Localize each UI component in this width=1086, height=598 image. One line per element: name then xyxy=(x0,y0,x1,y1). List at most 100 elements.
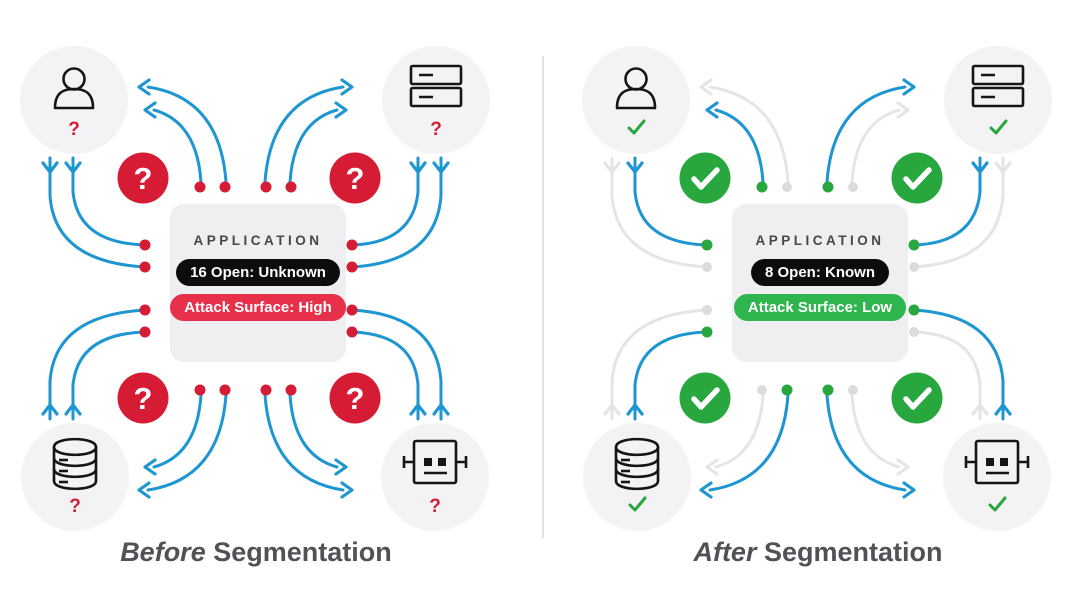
port-dot-open xyxy=(346,239,358,251)
entity-circle xyxy=(943,423,1051,531)
traffic-arrow xyxy=(288,393,348,476)
entity-status-question: ? xyxy=(429,496,441,517)
port-dot-open xyxy=(219,181,231,193)
application-box: APPLICATION 8 Open: Known Attack Surface… xyxy=(732,204,908,362)
entity-status-check xyxy=(628,496,647,512)
before-panel: ???????? APPLICATION 16 Open: Unknown At… xyxy=(0,46,512,568)
port-dot-open xyxy=(194,181,206,193)
attack-surface-pill: Attack Surface: Low xyxy=(733,294,907,321)
traffic-arrow xyxy=(626,156,709,247)
traffic-arrow xyxy=(699,78,790,184)
port-dot-open xyxy=(701,326,713,338)
database-icon xyxy=(614,437,660,491)
port-dot-closed xyxy=(848,182,858,192)
entity-circle xyxy=(381,423,489,531)
traffic-arrow xyxy=(850,393,910,476)
panel-divider xyxy=(542,56,544,538)
port-dot-closed xyxy=(782,182,792,192)
servers-icon xyxy=(409,64,463,108)
traffic-arrow xyxy=(137,78,228,184)
traffic-arrow xyxy=(263,78,354,184)
svg-text:?: ? xyxy=(346,161,365,196)
entity-status-check xyxy=(989,119,1008,135)
before-diagram: ???????? xyxy=(20,46,490,531)
port-dot-open xyxy=(346,304,358,316)
traffic-arrow xyxy=(350,308,450,421)
port-dot-closed xyxy=(702,262,712,272)
port-dot-closed xyxy=(702,305,712,315)
attack-surface-pill: Attack Surface: High xyxy=(170,294,346,321)
servers-icon xyxy=(971,64,1025,108)
port-dot-open xyxy=(139,239,151,251)
entity-status-check xyxy=(988,496,1007,512)
port-dot-open xyxy=(285,181,297,193)
traffic-arrow xyxy=(64,156,147,247)
after-panel: APPLICATION 8 Open: Known Attack Surface… xyxy=(562,0,1086,598)
status-badge xyxy=(891,372,943,424)
status-badge: ? xyxy=(117,152,169,204)
entity-circle xyxy=(20,46,128,154)
port-dot-open xyxy=(139,326,151,338)
port-dot-open xyxy=(285,384,297,396)
traffic-arrow xyxy=(143,393,203,476)
open-ports-pill: 16 Open: Unknown xyxy=(176,259,340,286)
traffic-arrow xyxy=(41,156,147,269)
port-dot-open xyxy=(781,384,793,396)
port-dot-open xyxy=(822,181,834,193)
traffic-arrow xyxy=(137,393,228,499)
status-badge xyxy=(891,152,943,204)
traffic-arrow xyxy=(850,101,910,184)
status-badge xyxy=(679,152,731,204)
entity-status-check xyxy=(627,119,646,135)
bot-icon xyxy=(964,439,1030,485)
user-icon xyxy=(53,67,95,110)
application-title: APPLICATION xyxy=(193,233,323,248)
traffic-arrow xyxy=(603,156,709,269)
port-dot-open xyxy=(139,304,151,316)
application-title: APPLICATION xyxy=(755,233,885,248)
traffic-arrow xyxy=(350,156,450,269)
traffic-arrow xyxy=(64,330,147,421)
status-badge: ? xyxy=(329,372,381,424)
svg-text:?: ? xyxy=(134,161,153,196)
traffic-arrow xyxy=(263,393,354,499)
port-dot-open xyxy=(346,326,358,338)
entity-status-question: ? xyxy=(69,496,81,517)
port-dot-open xyxy=(822,384,834,396)
port-dot-open xyxy=(756,181,768,193)
traffic-arrow xyxy=(912,156,1012,269)
traffic-arrow xyxy=(705,393,765,476)
port-dot-open xyxy=(219,384,231,396)
entity-circle xyxy=(944,46,1052,154)
port-dot-open xyxy=(346,261,358,273)
after-diagram xyxy=(582,46,1052,531)
caption-emphasis: After xyxy=(693,537,757,567)
entity-circle xyxy=(582,46,690,154)
svg-text:?: ? xyxy=(346,381,365,416)
traffic-arrow xyxy=(143,101,203,184)
port-dot-open xyxy=(908,304,920,316)
port-dot-closed xyxy=(848,385,858,395)
traffic-arrow xyxy=(626,330,709,421)
port-dot-open xyxy=(139,261,151,273)
port-dot-open xyxy=(701,239,713,251)
entity-circle xyxy=(382,46,490,154)
bot-icon xyxy=(402,439,468,485)
traffic-arrow xyxy=(41,308,147,421)
caption-rest: Segmentation xyxy=(213,537,392,567)
port-dot-open xyxy=(908,239,920,251)
traffic-arrow xyxy=(912,308,1012,421)
traffic-arrow xyxy=(912,156,989,247)
traffic-arrow xyxy=(825,393,916,499)
traffic-arrow xyxy=(350,156,427,247)
traffic-arrow xyxy=(350,330,427,421)
entity-status-question: ? xyxy=(68,119,80,140)
traffic-arrow xyxy=(603,308,709,421)
traffic-arrow xyxy=(705,101,765,184)
user-icon xyxy=(615,67,657,110)
caption-rest: Segmentation xyxy=(764,537,943,567)
database-icon xyxy=(52,437,98,491)
